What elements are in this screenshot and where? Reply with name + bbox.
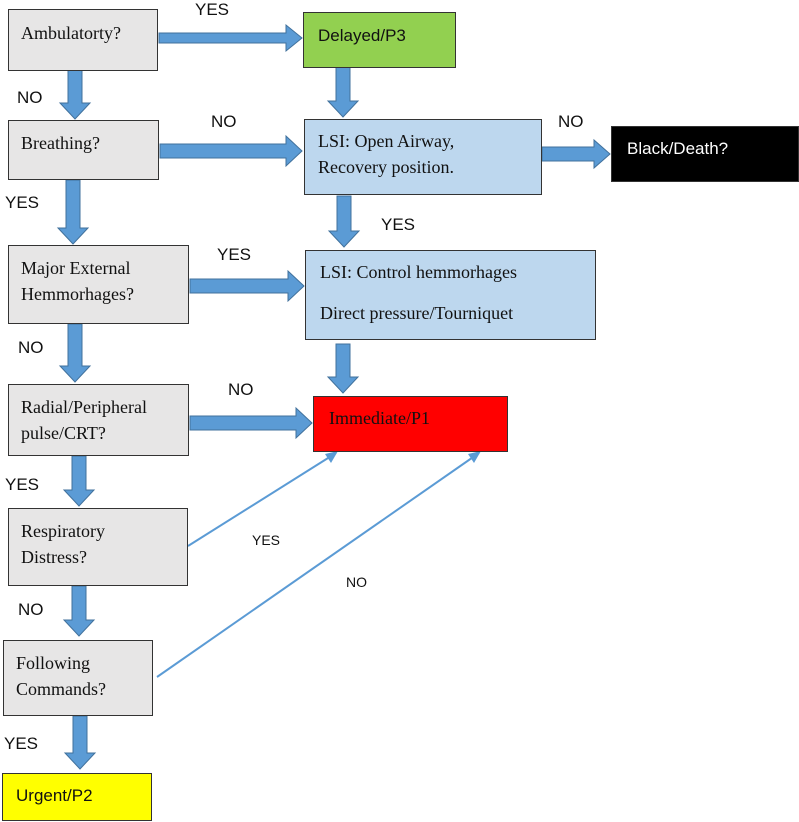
node-respiratory-distress: Respiratory Distress? [8, 508, 188, 586]
label-following-to-urgent: YES [4, 734, 39, 753]
label-following-to-immediate: NO [346, 574, 367, 590]
node-breathing: Breathing? [8, 120, 159, 180]
node-ambulatory: Ambulatorty? [8, 9, 158, 71]
node-radial-pulse: Radial/Peripheral pulse/CRT? [8, 384, 189, 456]
node-following-commands: Following Commands? [3, 640, 153, 716]
arrow-respiratory-to-following [62, 585, 96, 637]
node-lsi-hemorrhage: LSI: Control hemmorhages Direct pressure… [305, 250, 596, 340]
arrow-following-to-urgent [63, 715, 97, 770]
label-respiratory-to-following: NO [18, 600, 44, 619]
arrow-lsi-airway-to-black [541, 138, 611, 170]
label-major-to-lsi-hemorrhage: YES [217, 245, 252, 264]
arrowhead-following-to-immediate [468, 451, 481, 463]
arrow-lsi-airway-to-hemorrhage [327, 195, 361, 248]
arrow-breathing-to-lsi-airway [159, 134, 303, 168]
label-breathing-to-lsi: NO [211, 112, 237, 131]
arrow-respiratory-to-immediate [187, 452, 337, 547]
arrow-radial-to-respiratory [62, 455, 96, 507]
arrow-delayed-to-lsi-airway [326, 66, 360, 118]
label-major-to-radial: NO [18, 338, 44, 357]
label-respiratory-to-immediate: YES [252, 532, 281, 548]
node-lsi-airway: LSI: Open Airway, Recovery position. [304, 119, 542, 195]
node-delayed: Delayed/P3 [303, 12, 456, 68]
arrow-radial-to-immediate [189, 406, 313, 440]
label-ambulatory-to-breathing: NO [17, 88, 43, 107]
node-urgent: Urgent/P2 [2, 773, 152, 821]
arrow-lsi-hemorrhage-to-immediate [326, 343, 360, 394]
label-breathing-to-major: YES [5, 193, 40, 212]
arrow-following-to-immediate [156, 452, 480, 678]
lsi-hemorrhage-line-1: LSI: Control hemmorhages [320, 262, 517, 282]
node-major-hemorrhages: Major External Hemmorhages? [8, 245, 189, 324]
node-black-death: Black/Death? [611, 126, 799, 182]
node-immediate: Immediate/P1 [313, 396, 508, 452]
lsi-hemorrhage-line-2: Direct pressure/Tourniquet [320, 303, 514, 323]
label-ambulatory-to-delayed: YES [195, 0, 230, 19]
label-lsi-to-black: NO [558, 112, 584, 131]
label-radial-to-respiratory: YES [5, 475, 40, 494]
arrow-major-to-lsi-hemorrhage [189, 269, 305, 303]
arrowhead-respiratory-to-immediate [325, 451, 338, 463]
arrow-ambulatory-to-delayed [158, 23, 303, 53]
label-radial-to-immediate: NO [228, 380, 254, 399]
arrow-breathing-to-major [56, 179, 90, 245]
label-lsi-to-hemorrhage: YES [381, 215, 416, 234]
arrow-ambulatory-to-breathing [58, 69, 92, 120]
arrow-major-to-radial [58, 323, 92, 383]
